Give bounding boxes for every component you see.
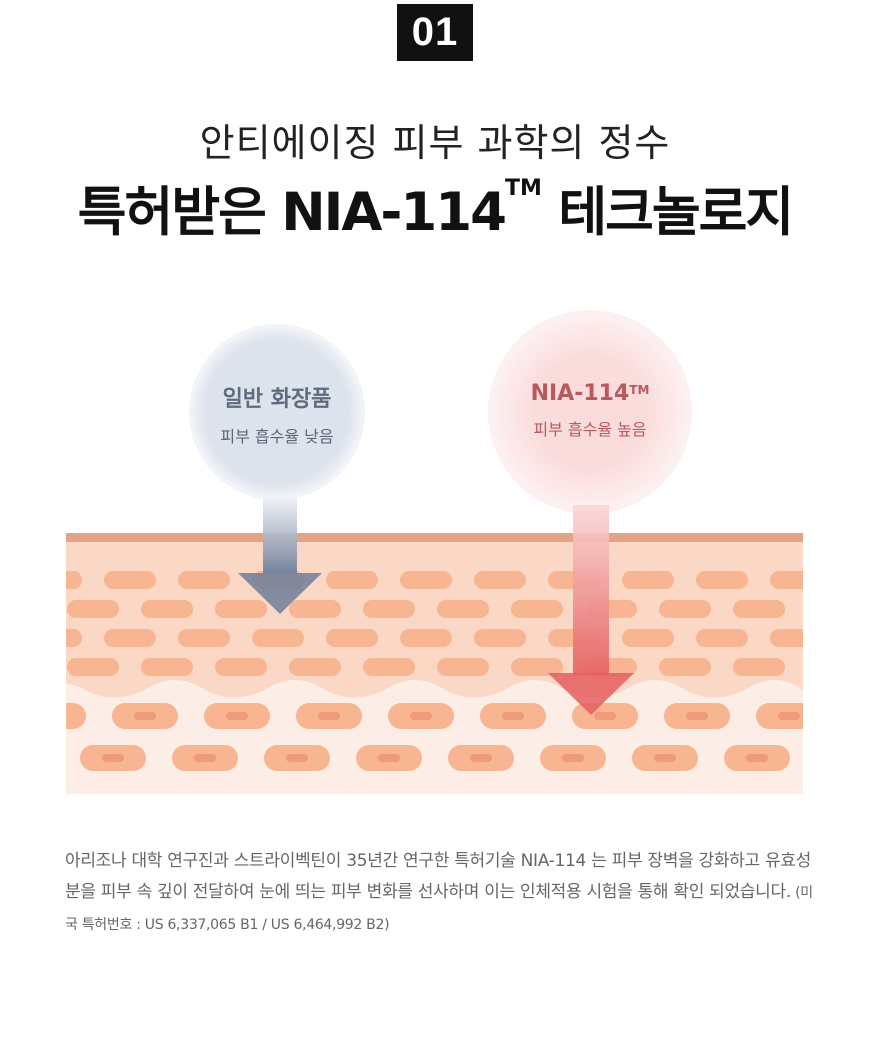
- cell-nucleus: [654, 754, 676, 762]
- skin-cell: [437, 600, 489, 618]
- cell-nucleus: [470, 754, 492, 762]
- skin-cell: [733, 600, 785, 618]
- skin-cell: [622, 571, 674, 589]
- title-main: 특허받은 NIA-114: [77, 182, 507, 243]
- right-arrow-head: [548, 673, 634, 715]
- skin-cell: [363, 600, 415, 618]
- title-end: 테크놀로지: [541, 182, 794, 243]
- skin-cell: [696, 629, 748, 647]
- regular-cosmetics-heading: 일반 화장품: [222, 387, 332, 412]
- nia-tm: TM: [629, 383, 650, 397]
- right-arrow-shaft: [573, 505, 609, 675]
- skin-cell: [807, 658, 859, 676]
- description-text: 아리조나 대학 연구진과 스트라이벡틴이 35년간 연구한 특허기술 NIA-1…: [65, 851, 812, 902]
- skin-cell: [67, 658, 119, 676]
- cell-nucleus: [194, 754, 216, 762]
- left-arrow-shaft: [263, 498, 297, 573]
- skin-cell: [104, 571, 156, 589]
- cell-nucleus: [562, 754, 584, 762]
- skin-cell: [215, 658, 267, 676]
- skin-cell: [289, 658, 341, 676]
- skin-cell: [141, 600, 193, 618]
- cell-nucleus: [318, 712, 340, 720]
- skin-cell: [400, 571, 452, 589]
- skin-cell: [437, 658, 489, 676]
- right-circle: [496, 318, 684, 506]
- cell-nucleus: [746, 754, 768, 762]
- skin-cell: [807, 600, 859, 618]
- cell-nucleus: [102, 754, 124, 762]
- skin-cell: [733, 658, 785, 676]
- regular-cosmetics-label: 일반 화장품 피부 흡수율 낮음: [177, 381, 377, 447]
- skin-absorption-diagram: [42, 310, 870, 794]
- cell-nucleus: [378, 754, 400, 762]
- cell-nucleus: [594, 712, 616, 720]
- skin-cell: [770, 571, 803, 589]
- cell-nucleus: [686, 712, 708, 720]
- skin-cell: [659, 658, 711, 676]
- cell-nucleus: [838, 754, 860, 762]
- left-arrow-head: [238, 573, 322, 614]
- skin-cell: [178, 571, 230, 589]
- deep-skin-cell: [816, 745, 870, 771]
- nia-sub: 피부 흡수율 높음: [533, 420, 647, 439]
- skin-cell: [363, 658, 415, 676]
- page-title: 특허받은 NIA-114TM 테크놀로지: [0, 170, 870, 246]
- skin-surface: [66, 533, 803, 542]
- skin-cell: [252, 629, 304, 647]
- skin-cell: [659, 600, 711, 618]
- skin-cell: [215, 600, 267, 618]
- skin-cell: [289, 600, 341, 618]
- skin-cell: [511, 600, 563, 618]
- nia-heading: NIA-114TM: [490, 381, 690, 406]
- deep-skin-cell: [66, 703, 86, 729]
- nia-heading-text: NIA-114: [530, 381, 630, 406]
- cell-nucleus: [134, 712, 156, 720]
- skin-cell: [511, 658, 563, 676]
- patent-note: (미국 특허번호 : US 6,337,065 B1 / US 6,464,99…: [65, 885, 813, 933]
- skin-cell: [178, 629, 230, 647]
- skin-cell: [622, 629, 674, 647]
- title-tm: TM: [505, 176, 542, 201]
- skin-cell: [67, 600, 119, 618]
- description: 아리조나 대학 연구진과 스트라이벡틴이 35년간 연구한 특허기술 NIA-1…: [65, 846, 815, 941]
- cell-nucleus: [226, 712, 248, 720]
- skin-cell: [66, 629, 82, 647]
- skin-cell: [474, 571, 526, 589]
- skin-cell: [474, 629, 526, 647]
- cell-nucleus: [286, 754, 308, 762]
- skin-cell: [66, 571, 82, 589]
- skin-cell: [326, 629, 378, 647]
- nia-label: NIA-114TM 피부 흡수율 높음: [490, 381, 690, 440]
- subtitle: 안티에이징 피부 과학의 정수: [199, 121, 671, 165]
- step-badge: 01: [397, 4, 473, 61]
- cell-nucleus: [42, 712, 64, 720]
- skin-cell: [770, 629, 803, 647]
- skin-cell: [696, 571, 748, 589]
- skin-cell: [400, 629, 452, 647]
- cell-nucleus: [778, 712, 800, 720]
- cell-nucleus: [502, 712, 524, 720]
- cell-nucleus: [410, 712, 432, 720]
- skin-cell: [141, 658, 193, 676]
- skin-cell: [326, 571, 378, 589]
- regular-cosmetics-sub: 피부 흡수율 낮음: [220, 427, 334, 446]
- left-circle: [193, 328, 361, 496]
- skin-cell: [104, 629, 156, 647]
